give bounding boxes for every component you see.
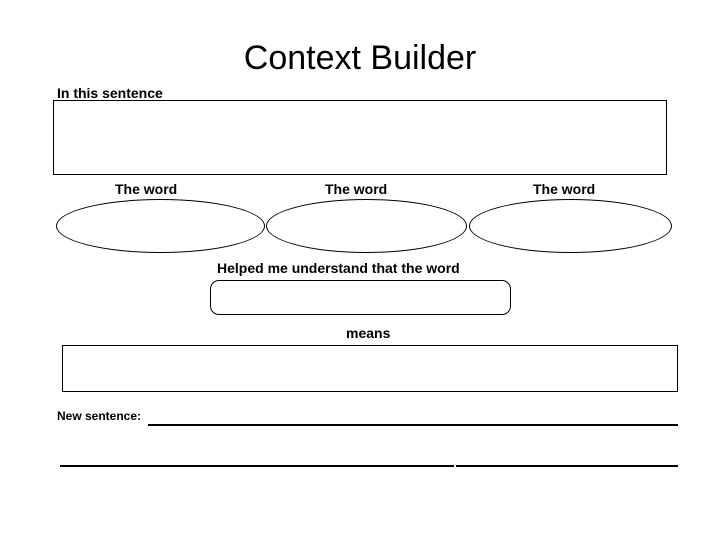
the-word-label-2: The word — [325, 181, 388, 197]
clue-word-ellipse-1[interactable] — [56, 199, 265, 253]
new-sentence-line-3[interactable] — [456, 465, 678, 467]
target-word-input-box[interactable] — [210, 280, 511, 315]
new-sentence-line-2[interactable] — [60, 465, 454, 467]
the-word-label-1: The word — [115, 181, 178, 197]
clue-word-ellipse-3[interactable] — [469, 199, 672, 253]
sentence-input-box[interactable] — [53, 100, 667, 175]
new-sentence-line-1[interactable] — [148, 424, 678, 426]
definition-input-box[interactable] — [62, 345, 678, 392]
helped-me-understand-label: Helped me understand that the word — [217, 260, 460, 276]
page-title: Context Builder — [243, 39, 477, 77]
clue-word-ellipse-2[interactable] — [266, 199, 467, 253]
the-word-label-3: The word — [533, 181, 596, 197]
in-this-sentence-label: In this sentence — [57, 85, 163, 101]
new-sentence-label: New sentence: — [57, 409, 142, 423]
means-label: means — [346, 325, 391, 341]
